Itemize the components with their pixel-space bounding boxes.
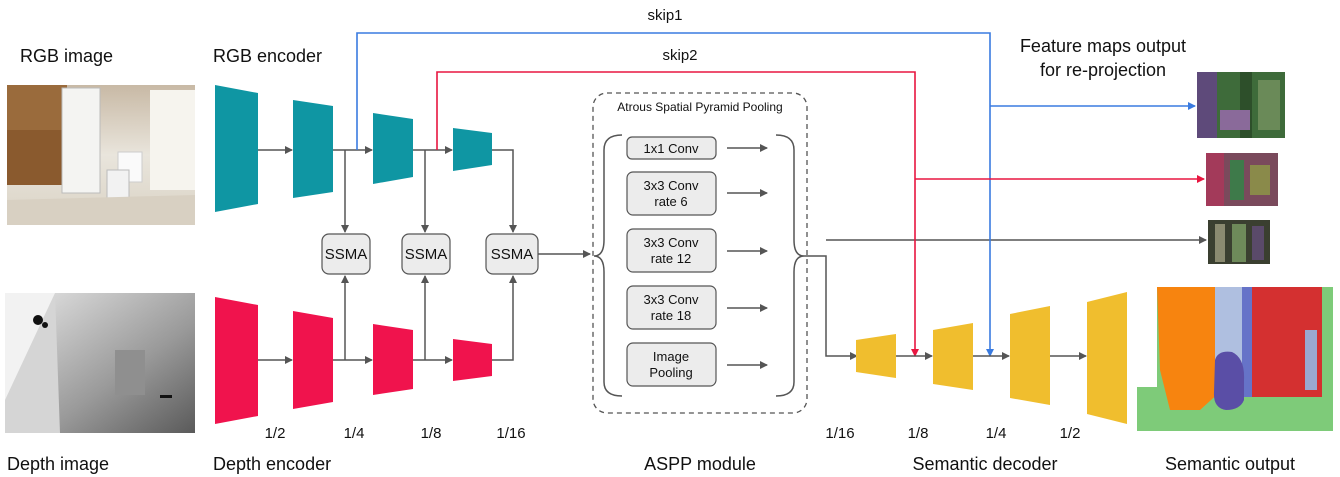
aspp-conv-r18-line2: rate 18 (651, 308, 691, 323)
skip1-line (356, 32, 994, 357)
decoder-scale-4: 1/2 (1060, 425, 1081, 442)
aspp-to-decoder-arrow (804, 255, 858, 360)
encoder-scale-4: 1/16 (496, 425, 525, 442)
aspp-pool-line1: Image (653, 349, 689, 364)
depth-encoder-label: Depth encoder (213, 454, 331, 474)
feature-maps-label-line1: Feature maps output (1020, 36, 1186, 56)
rgb-image-thumbnail (7, 85, 195, 225)
semantic-decoder-label: Semantic decoder (912, 454, 1057, 474)
aspp-right-brace (775, 134, 805, 397)
rgb-encoder-block-4 (453, 128, 492, 171)
aspp-conv-r6-line2: rate 6 (654, 194, 687, 209)
ssma-label-3: SSMA (491, 246, 534, 263)
decoder-scale-2: 1/8 (908, 425, 929, 442)
aspp-conv-r12-box (626, 228, 717, 273)
rgb-encoder-block-1 (215, 85, 258, 212)
feature-map-3 (1208, 220, 1270, 264)
feature-maps-label-line2: for re-projection (1040, 60, 1166, 80)
decoder-block-4 (1087, 292, 1127, 424)
rgb-encoder-label: RGB encoder (213, 46, 322, 66)
depth-encoder-block-4 (453, 339, 492, 381)
decoder-scale-3: 1/4 (986, 425, 1007, 442)
encoder-scale-3: 1/8 (421, 425, 442, 442)
semantic-output-image (1137, 287, 1333, 431)
ssma-box-1 (321, 233, 371, 275)
aspp-conv-r18-line1: 3x3 Conv (644, 292, 699, 307)
aspp-container (592, 92, 808, 414)
depth-encoder-block-1 (215, 297, 258, 424)
depth-encoder-block-3 (373, 324, 413, 395)
feature-map-1 (1197, 72, 1285, 138)
depth-image-thumbnail (5, 293, 195, 433)
ssma-label-2: SSMA (405, 246, 448, 263)
decoder-scale-1: 1/16 (825, 425, 854, 442)
skip2-line (436, 71, 919, 357)
aspp-module-label: ASPP module (644, 454, 756, 474)
decoder-block-3 (1010, 306, 1050, 405)
aspp-conv-r6-line1: 3x3 Conv (644, 178, 699, 193)
ssma-label-1: SSMA (325, 246, 368, 263)
aspp-conv1x1-label: 1x1 Conv (644, 141, 699, 156)
rgb-encoder-block-2 (293, 100, 333, 198)
aspp-conv-r12-line1: 3x3 Conv (644, 235, 699, 250)
feature-map-2 (1206, 153, 1278, 206)
skip1-label: skip1 (647, 7, 682, 24)
aspp-left-brace (593, 134, 623, 397)
encoder-scale-1: 1/2 (265, 425, 286, 442)
aspp-pool-line2: Pooling (649, 365, 692, 380)
aspp-title: Atrous Spatial Pyramid Pooling (617, 100, 782, 114)
rgb-encoder-block-3 (373, 113, 413, 184)
encoder-scale-2: 1/4 (344, 425, 365, 442)
skip2-label: skip2 (662, 47, 697, 64)
depth-to-ssma3-arrow (492, 275, 517, 361)
decoder-block-1 (856, 334, 896, 378)
aspp-conv-r12-line2: rate 12 (651, 251, 691, 266)
depth-image-label: Depth image (7, 454, 109, 474)
depth-encoder-block-2 (293, 311, 333, 409)
rgb-image-label: RGB image (20, 46, 113, 66)
semantic-output-label: Semantic output (1165, 454, 1295, 474)
decoder-block-2 (933, 323, 973, 390)
rgb-to-ssma3-arrow (492, 149, 517, 233)
aspp-conv-r6-box (626, 171, 717, 216)
aspp-conv-r18-box (626, 285, 717, 330)
aspp-pool-box (626, 342, 717, 387)
aspp-conv1x1-box (626, 136, 717, 160)
ssma-box-2 (401, 233, 451, 275)
